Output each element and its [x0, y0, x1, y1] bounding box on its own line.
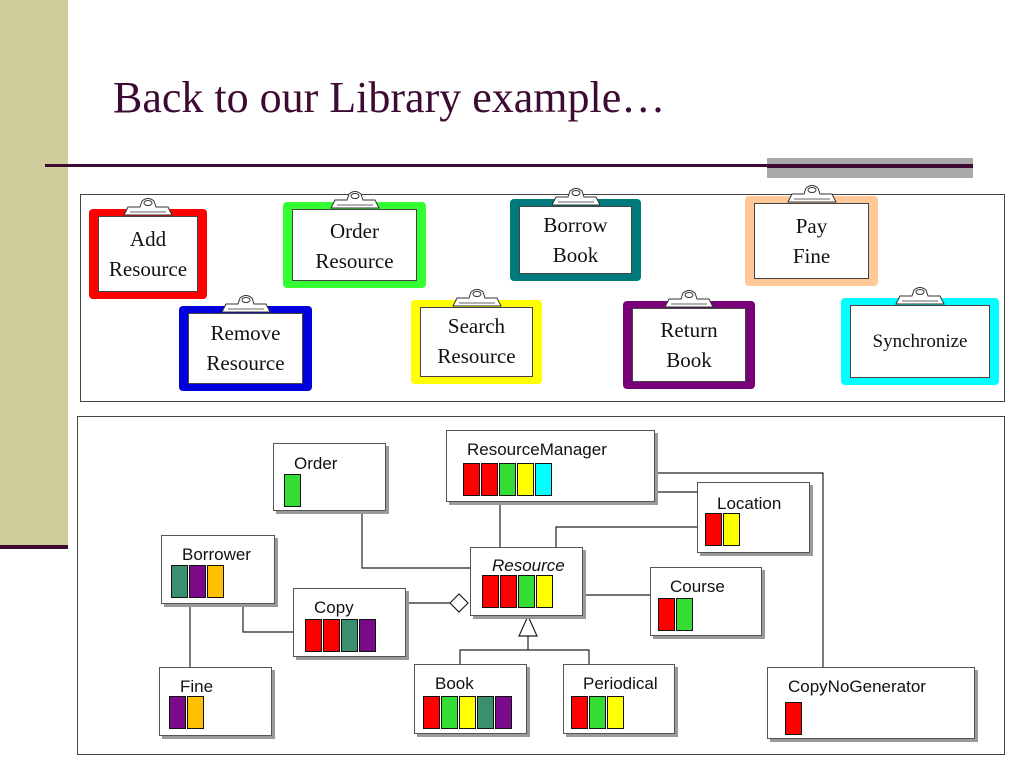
attribute-color-swatch: [535, 463, 552, 496]
clipboard-paper: [292, 209, 417, 281]
attribute-color-swatch: [459, 696, 476, 729]
class-periodical: Periodical: [563, 664, 675, 734]
class-name: Book: [435, 674, 474, 693]
use-case-order-resource: Order Resource: [283, 191, 426, 288]
attribute-color-swatch: [171, 565, 188, 598]
use-case-borrow-book: Borrow Book: [510, 188, 641, 281]
clipboard-paper: [420, 307, 533, 377]
class-course: Course: [650, 567, 762, 636]
class-copy-no-generator: CopyNoGenerator: [767, 667, 975, 739]
use-case-remove-resource: Remove Resource: [179, 295, 312, 391]
attribute-color-swatch: [607, 696, 624, 729]
class-book: Book: [414, 664, 527, 734]
use-case-label-line: Borrow: [543, 213, 608, 237]
use-case-search-resource: Search Resource: [411, 289, 542, 384]
class-copy: Copy: [293, 588, 406, 657]
attribute-color-swatch: [323, 619, 340, 652]
attribute-color-swatch: [500, 575, 517, 608]
attribute-color-swatch: [571, 696, 588, 729]
class-order: Order: [273, 443, 386, 511]
attribute-color-swatch: [705, 513, 722, 546]
attribute-color-swatch: [341, 619, 358, 652]
use-case-pay-fine: Pay Fine: [745, 185, 878, 286]
class-name: Course: [670, 577, 725, 596]
attribute-color-swatch: [187, 696, 204, 729]
attribute-color-swatch: [676, 598, 693, 631]
use-case-label-line: Add: [129, 227, 167, 251]
class-name: Resource: [492, 556, 565, 575]
attribute-color-swatch: [207, 565, 224, 598]
clipboard-clamp-icon: [664, 290, 714, 308]
attribute-color-swatch: [169, 696, 186, 729]
clipboard-clamp-icon: [451, 289, 502, 307]
attribute-color-swatch: [482, 575, 499, 608]
clipboard-paper: [754, 203, 869, 279]
title-accent-bar: [767, 158, 973, 178]
use-case-label-line: Book: [666, 348, 712, 372]
clipboard-clamp-icon: [550, 188, 601, 206]
use-case-label-line: Return: [660, 318, 718, 342]
use-case-label-line: Remove: [210, 321, 281, 345]
attribute-color-swatch: [477, 696, 494, 729]
title-underline: [45, 164, 767, 167]
attribute-color-swatch: [423, 696, 440, 729]
use-case-add-resource: Add Resource: [89, 198, 207, 299]
class-name: Copy: [314, 598, 354, 617]
use-case-label-line: Book: [552, 243, 599, 267]
attribute-color-swatch: [284, 474, 301, 507]
attribute-color-swatch: [518, 575, 535, 608]
attribute-color-swatch: [517, 463, 534, 496]
clipboard-paper: [519, 206, 632, 274]
use-case-label-line: Order: [330, 219, 379, 243]
clipboard-paper: [632, 308, 746, 382]
attribute-color-swatch: [536, 575, 553, 608]
attribute-color-swatch: [441, 696, 458, 729]
attribute-color-swatch: [723, 513, 740, 546]
attribute-color-swatch: [499, 463, 516, 496]
clipboard-clamp-icon: [895, 287, 945, 305]
sidebar-accent-line: [0, 545, 68, 549]
attribute-color-swatch: [589, 696, 606, 729]
class-name: Borrower: [182, 545, 251, 564]
class-name: Order: [294, 454, 338, 473]
class-name: CopyNoGenerator: [788, 677, 926, 696]
clipboard-paper: [98, 216, 198, 292]
use-case-synchronize: Synchronize: [841, 287, 999, 385]
clipboard-clamp-icon: [329, 191, 380, 209]
class-name: Location: [717, 494, 782, 513]
slide-sidebar: [0, 0, 68, 548]
use-case-label-line: Resource: [206, 351, 285, 375]
attribute-color-swatch: [481, 463, 498, 496]
attribute-color-swatch: [189, 565, 206, 598]
clipboard-paper: [850, 305, 990, 378]
class-location: Location: [697, 482, 810, 553]
attribute-color-swatch: [305, 619, 322, 652]
use-case-label-line: Resource: [437, 344, 516, 368]
clipboard-clamp-icon: [123, 198, 173, 216]
class-fine: Fine: [159, 667, 272, 736]
use-case-label-line: Fine: [792, 244, 831, 268]
clipboard-clamp-icon: [786, 185, 837, 203]
class-resource-manager: ResourceManager: [446, 430, 655, 502]
use-case-label-line: Resource: [108, 257, 188, 281]
clipboard-paper: [188, 313, 303, 384]
use-case-label-line: Pay: [795, 214, 828, 238]
slide-title: Back to our Library example…: [113, 73, 666, 122]
use-case-label-line: Synchronize: [872, 331, 968, 352]
class-resource: Resource: [470, 547, 583, 616]
class-name: Fine: [180, 677, 214, 696]
use-case-label-line: Resource: [315, 249, 394, 273]
use-case-label-line: Search: [447, 314, 506, 338]
class-name: Periodical: [583, 674, 658, 693]
attribute-color-swatch: [495, 696, 512, 729]
attribute-color-swatch: [359, 619, 376, 652]
class-name: ResourceManager: [467, 440, 607, 459]
attribute-color-swatch: [658, 598, 675, 631]
class-borrower: Borrower: [161, 535, 275, 604]
use-case-return-book: Return Book: [623, 290, 755, 389]
title-accent-bar-line: [767, 164, 973, 168]
attribute-color-swatch: [785, 702, 802, 735]
attribute-color-swatch: [463, 463, 480, 496]
clipboard-clamp-icon: [220, 295, 271, 313]
